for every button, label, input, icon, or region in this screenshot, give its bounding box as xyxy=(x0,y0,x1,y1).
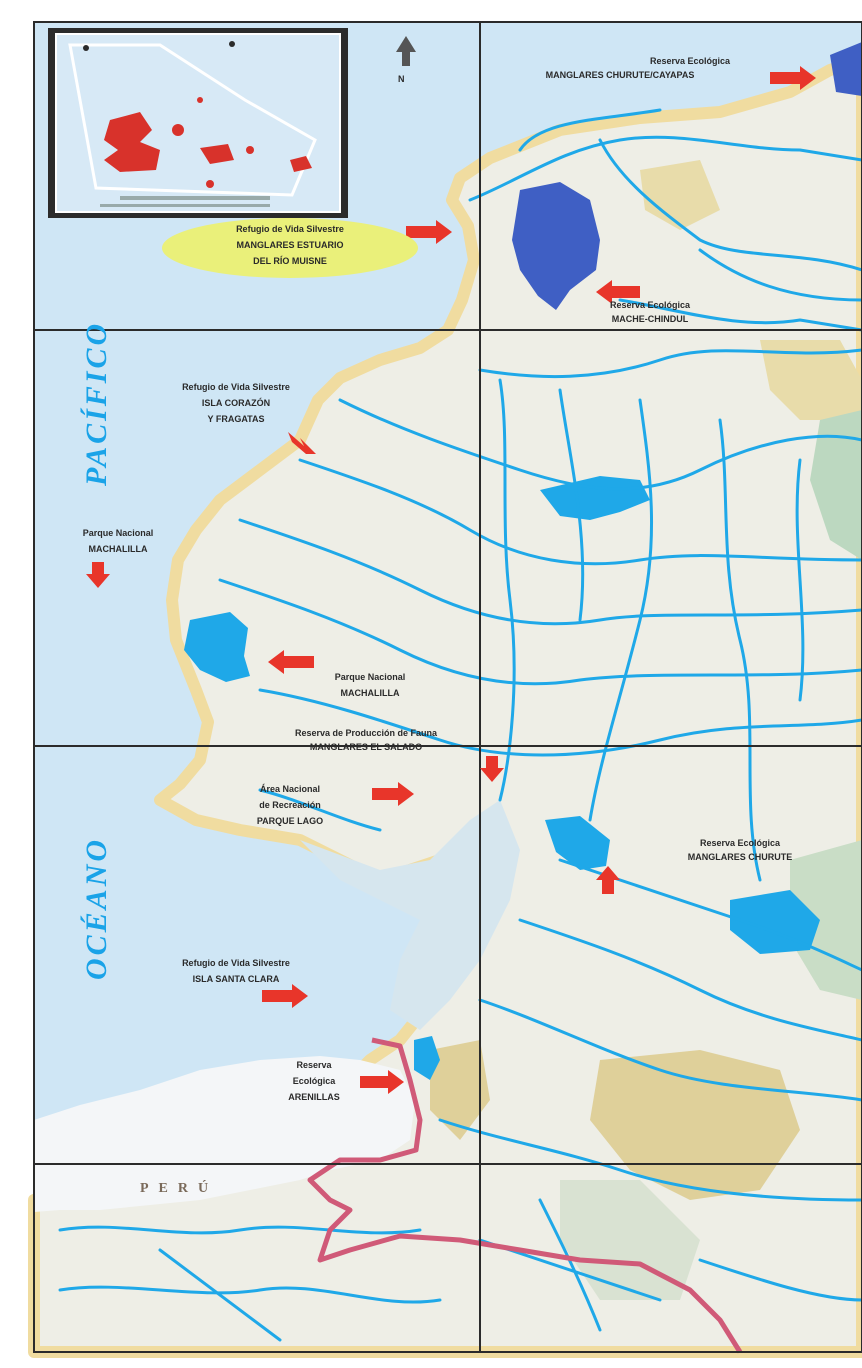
pointer-arrow-icon xyxy=(406,220,452,244)
map-frame xyxy=(33,21,862,1353)
ocean-label-oceano: OCÉANO xyxy=(80,837,113,980)
relief-area xyxy=(790,840,862,1000)
pointer-arrow-icon xyxy=(372,782,414,806)
svg-text:MACHALILLA: MACHALILLA xyxy=(341,688,400,698)
svg-text:Reserva: Reserva xyxy=(296,1060,332,1070)
reserve-dark-area xyxy=(512,182,600,310)
svg-text:Refugio de Vida Silvestre: Refugio de Vida Silvestre xyxy=(182,958,290,968)
area-label-manglares-el-salado: Reserva de Producción de Fauna MANGLARES… xyxy=(295,728,438,752)
svg-text:MANGLARES ESTUARIO: MANGLARES ESTUARIO xyxy=(236,240,343,250)
lake xyxy=(540,476,650,520)
highland-area xyxy=(430,1040,490,1140)
island-san-cristobal xyxy=(290,156,312,172)
svg-text:MANGLARES EL SALADO: MANGLARES EL SALADO xyxy=(310,742,422,752)
svg-text:de Recreación: de Recreación xyxy=(259,800,321,810)
svg-text:Refugio de Vida Silvestre: Refugio de Vida Silvestre xyxy=(182,382,290,392)
svg-text:Refugio de Vida Silvestre: Refugio de Vida Silvestre xyxy=(236,224,344,234)
area-label-muisne: Refugio de Vida Silvestre MANGLARES ESTU… xyxy=(236,224,344,266)
graticule xyxy=(34,22,862,1352)
svg-text:PARQUE LAGO: PARQUE LAGO xyxy=(257,816,323,826)
svg-text:ARENILLAS: ARENILLAS xyxy=(288,1092,340,1102)
area-label-cotacachi: Reserva Ecológica MANGLARES CHURUTE/CAYA… xyxy=(546,56,731,80)
area-label-isla-santa-clara: Refugio de Vida Silvestre ISLA SANTA CLA… xyxy=(182,958,290,984)
national-border xyxy=(307,1037,743,1354)
lake xyxy=(730,890,820,954)
svg-text:Área Nacional: Área Nacional xyxy=(260,784,320,794)
island-santa-cruz xyxy=(200,144,234,164)
area-label-machalilla-north: Parque Nacional MACHALILLA xyxy=(83,528,154,554)
area-label-machalilla-south: Parque Nacional MACHALILLA xyxy=(335,672,406,698)
area-label-isla-corazon: Refugio de Vida Silvestre ISLA CORAZÓN Y… xyxy=(182,382,290,424)
svg-text:Ecológica: Ecológica xyxy=(293,1076,337,1086)
svg-text:DEL RÍO MUISNE: DEL RÍO MUISNE xyxy=(253,256,327,266)
pointer-arrow-icon xyxy=(596,866,620,894)
svg-text:Reserva Ecológica: Reserva Ecológica xyxy=(650,56,731,66)
pointer-arrow-icon xyxy=(596,280,640,304)
svg-text:MANGLARES CHURUTE/CAYAPAS: MANGLARES CHURUTE/CAYAPAS xyxy=(546,70,695,80)
label-highlight xyxy=(162,218,418,278)
svg-text:Reserva Ecológica: Reserva Ecológica xyxy=(610,300,691,310)
area-label-arenillas: Reserva Ecológica ARENILLAS xyxy=(288,1060,340,1102)
area-label-parque-lago: Área Nacional de Recreación PARQUE LAGO xyxy=(257,784,323,826)
relief-area xyxy=(810,410,862,560)
area-pointers xyxy=(86,66,816,1094)
svg-text:N: N xyxy=(398,74,405,84)
svg-text:Reserva de Producción de Fauna: Reserva de Producción de Fauna xyxy=(295,728,438,738)
pointer-arrow-icon xyxy=(480,756,504,782)
svg-text:Parque Nacional: Parque Nacional xyxy=(335,672,406,682)
country-label-peru: PERÚ xyxy=(140,1179,218,1196)
area-label-manglares-churute: Reserva Ecológica MANGLARES CHURUTE xyxy=(688,838,793,862)
svg-text:Y FRAGATAS: Y FRAGATAS xyxy=(207,414,264,424)
svg-text:MACHALILLA: MACHALILLA xyxy=(89,544,148,554)
lake xyxy=(414,1036,440,1080)
gulf-estuary xyxy=(300,800,520,1030)
island-isabela xyxy=(104,112,160,172)
svg-text:Reserva Ecológica: Reserva Ecológica xyxy=(700,838,781,848)
pointer-arrow-icon xyxy=(288,432,316,454)
pointer-arrow-icon xyxy=(360,1070,404,1094)
reserve-dark-area xyxy=(830,42,862,96)
svg-text:ISLA CORAZÓN: ISLA CORAZÓN xyxy=(202,397,270,408)
ocean-label-pacifico: PACÍFICO xyxy=(80,321,113,487)
svg-text:ISLA SANTA CLARA: ISLA SANTA CLARA xyxy=(193,974,280,984)
highland-area xyxy=(760,340,862,420)
lake xyxy=(545,816,610,870)
svg-text:Parque Nacional: Parque Nacional xyxy=(83,528,154,538)
relief-area xyxy=(560,1180,700,1300)
highland-area xyxy=(640,160,720,230)
north-arrow-icon: N xyxy=(396,36,416,84)
pointer-arrow-icon xyxy=(262,984,308,1008)
galapagos-inset xyxy=(48,28,348,218)
area-label-mache-chindul: Reserva Ecológica MACHE-CHINDUL xyxy=(610,300,691,324)
pointer-arrow-icon xyxy=(86,562,110,588)
pointer-arrow-icon xyxy=(770,66,816,90)
svg-text:MANGLARES CHURUTE: MANGLARES CHURUTE xyxy=(688,852,793,862)
pointer-arrow-icon xyxy=(268,650,314,674)
svg-text:MACHE-CHINDUL: MACHE-CHINDUL xyxy=(612,314,689,324)
lake xyxy=(184,612,250,682)
